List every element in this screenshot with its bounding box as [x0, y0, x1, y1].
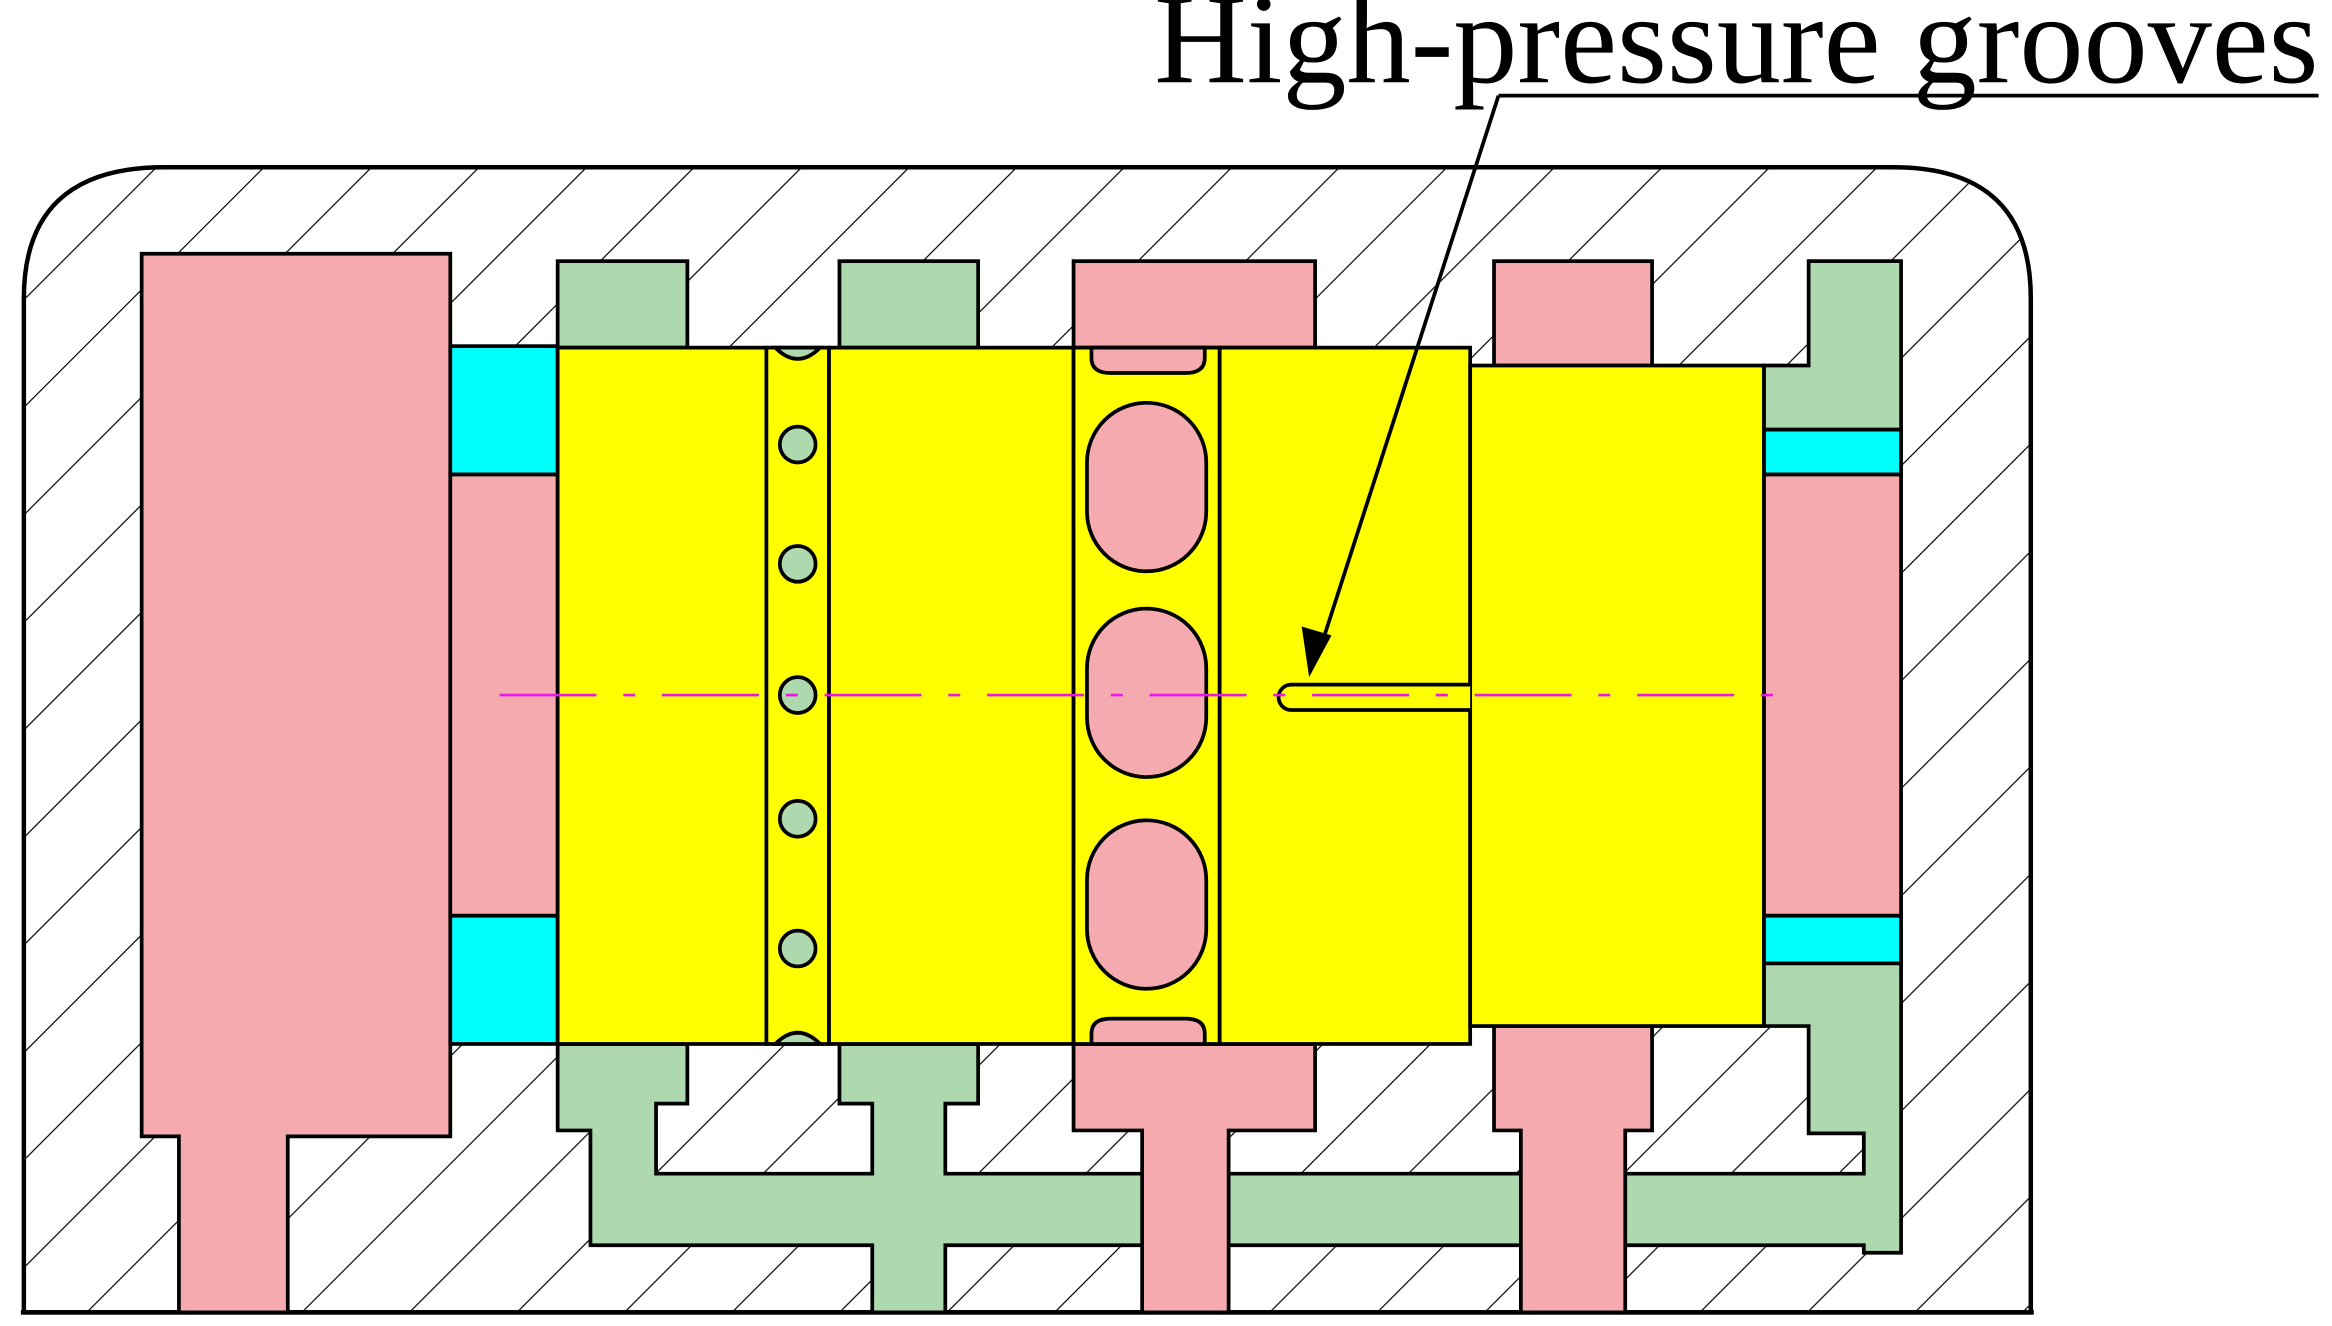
balance-hole-half: [770, 345, 825, 361]
right-upper-seal: [1762, 427, 1903, 477]
arrowhead-icon: [1301, 626, 1332, 678]
high-pressure-groove: [1276, 682, 1471, 712]
right-spring-cavity: [1762, 472, 1903, 918]
left-upper-seal: [448, 344, 560, 477]
top-port-2: [837, 259, 980, 350]
balance-hole: [777, 424, 818, 465]
balance-hole: [777, 544, 818, 584]
balance-hole: [777, 928, 818, 969]
annotation-label: High-pressure grooves: [1154, 0, 2318, 110]
balance-hole: [777, 799, 818, 839]
oval-port: [1085, 818, 1209, 991]
top-port-4: [1492, 259, 1654, 368]
top-port-1: [555, 259, 690, 350]
bottom-port-3: [1071, 1042, 1317, 1315]
bottom-port-4: [1492, 1024, 1654, 1315]
balance-hole-half: [770, 1030, 825, 1046]
top-port-3: [1071, 259, 1317, 350]
oval-port-half: [1089, 1016, 1207, 1046]
annotation-leader: [1301, 93, 2319, 678]
right-lower-seal: [1762, 913, 1903, 966]
left-lower-seal: [448, 913, 560, 1046]
oval-port: [1085, 400, 1209, 574]
oval-port-half: [1089, 345, 1207, 375]
oval-port: [1085, 606, 1209, 779]
